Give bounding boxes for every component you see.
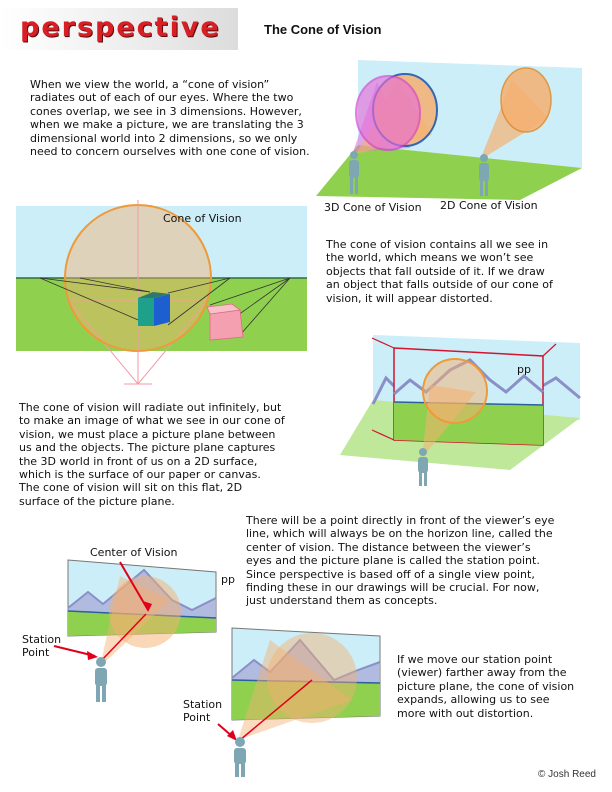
center-of-vision-arrow — [119, 561, 149, 611]
text-line: expands, allowing us to see — [397, 693, 550, 707]
viewer-figure — [234, 737, 246, 777]
text-line: the world, which means we won’t see — [326, 251, 534, 265]
label-3d-cone: 3D Cone of Vision — [324, 201, 422, 214]
text-line: The cone of vision will radiate out infi… — [19, 401, 282, 414]
viewer-figure — [418, 448, 428, 486]
cone-contents-paragraph: The cone of vision contains all we see i… — [326, 238, 553, 305]
ground-5 — [232, 680, 380, 720]
text-line: If we move our station point — [397, 653, 553, 666]
text-line: cones overlap, we see in 3 dimensions. H… — [30, 104, 302, 118]
text-line: the 3D world in front of us on a 2D surf… — [19, 454, 258, 468]
text-line: which is the surface of our paper or can… — [19, 468, 261, 482]
text-line: When we view the world, a “cone of visio… — [30, 78, 270, 91]
center-of-vision-paragraph: There will be a point directly in front … — [246, 514, 554, 608]
text-line: when we make a picture, we are translati… — [30, 118, 304, 132]
label-cone-of-vision: Cone of Vision — [163, 212, 242, 225]
pink-box-top — [206, 303, 242, 315]
text-line: surface of the picture plane. — [19, 494, 175, 508]
text-line: finding these in our drawings will be cr… — [246, 581, 540, 595]
text-line: us and the objects. The picture plane ca… — [19, 441, 276, 455]
station-point-distance-paragraph: If we move our station point (viewer) fa… — [397, 653, 574, 720]
picture-plane-paragraph: The cone of vision will radiate out infi… — [19, 401, 285, 508]
text-line: The cone of vision contains all we see i… — [326, 238, 549, 251]
viewer-figure — [95, 657, 107, 702]
cone-rays-5 — [238, 640, 352, 740]
text-line: (viewer) farther away from the — [397, 666, 567, 680]
sky — [16, 206, 307, 278]
text-line: need to concern ourselves with one cone … — [30, 145, 310, 159]
text-line: The cone of vision will sit on this flat… — [19, 481, 243, 495]
cone-3d-base-left — [355, 75, 421, 151]
cone-circle-4 — [109, 576, 181, 648]
text-line: just understand them as concepts. — [246, 594, 438, 608]
text-line: objects that fall outside of it. If we d… — [326, 264, 545, 278]
label-center-of-vision: Center of Vision — [90, 546, 178, 559]
label-pp-1: pp — [517, 363, 531, 376]
viewer-figure — [349, 151, 359, 194]
perspective-lines — [39, 277, 291, 336]
text-line: center of vision. The distance between t… — [246, 540, 531, 554]
text-line: to make an image of what we see in our c… — [19, 414, 285, 428]
cone-circle-5 — [267, 633, 357, 723]
viewer-figure — [479, 154, 489, 196]
text-line: eyes and the picture plane is called the… — [246, 554, 540, 568]
label-station-point-1: Station Point — [22, 633, 62, 659]
page-title: The Cone of Vision — [264, 22, 382, 37]
text-line: vision, we must place a picture plane be… — [19, 427, 276, 441]
intro-paragraph: When we view the world, a “cone of visio… — [30, 78, 310, 158]
sightline — [99, 613, 147, 663]
text-line: more with out distortion. — [397, 706, 534, 720]
text-line: radiates out of each of our eyes. Where … — [30, 91, 294, 105]
cone-circle — [422, 358, 488, 424]
teal-cube-front — [138, 298, 154, 326]
ground-plane — [316, 145, 582, 200]
perspective-logo: perspective — [20, 12, 221, 43]
sightline — [239, 679, 313, 741]
text-line: an object that falls outside of our cone… — [326, 278, 553, 292]
logo-band — [0, 8, 238, 50]
label-2d-cone: 2D Cone of Vision — [440, 199, 538, 212]
text-line: vision, it will appear distorted. — [326, 291, 493, 305]
text-line: picture plane, the cone of vision — [397, 679, 575, 693]
text-line: Since perspective is based off of a sing… — [246, 567, 535, 581]
copyright-credit: © Josh Reed — [538, 769, 596, 780]
picture-plane-mountains — [393, 358, 544, 396]
text-line: line, which will always be on the horizo… — [246, 527, 553, 541]
text-line: There will be a point directly in front … — [246, 514, 555, 527]
text-line: dimensional world into 2 dimensions, so … — [30, 131, 298, 145]
label-pp-2: pp — [221, 573, 235, 586]
cube-top — [138, 292, 170, 298]
blue-cube-side — [154, 294, 170, 326]
cone-2d-base — [500, 67, 552, 133]
label-station-point-2: Station Point — [183, 698, 223, 724]
